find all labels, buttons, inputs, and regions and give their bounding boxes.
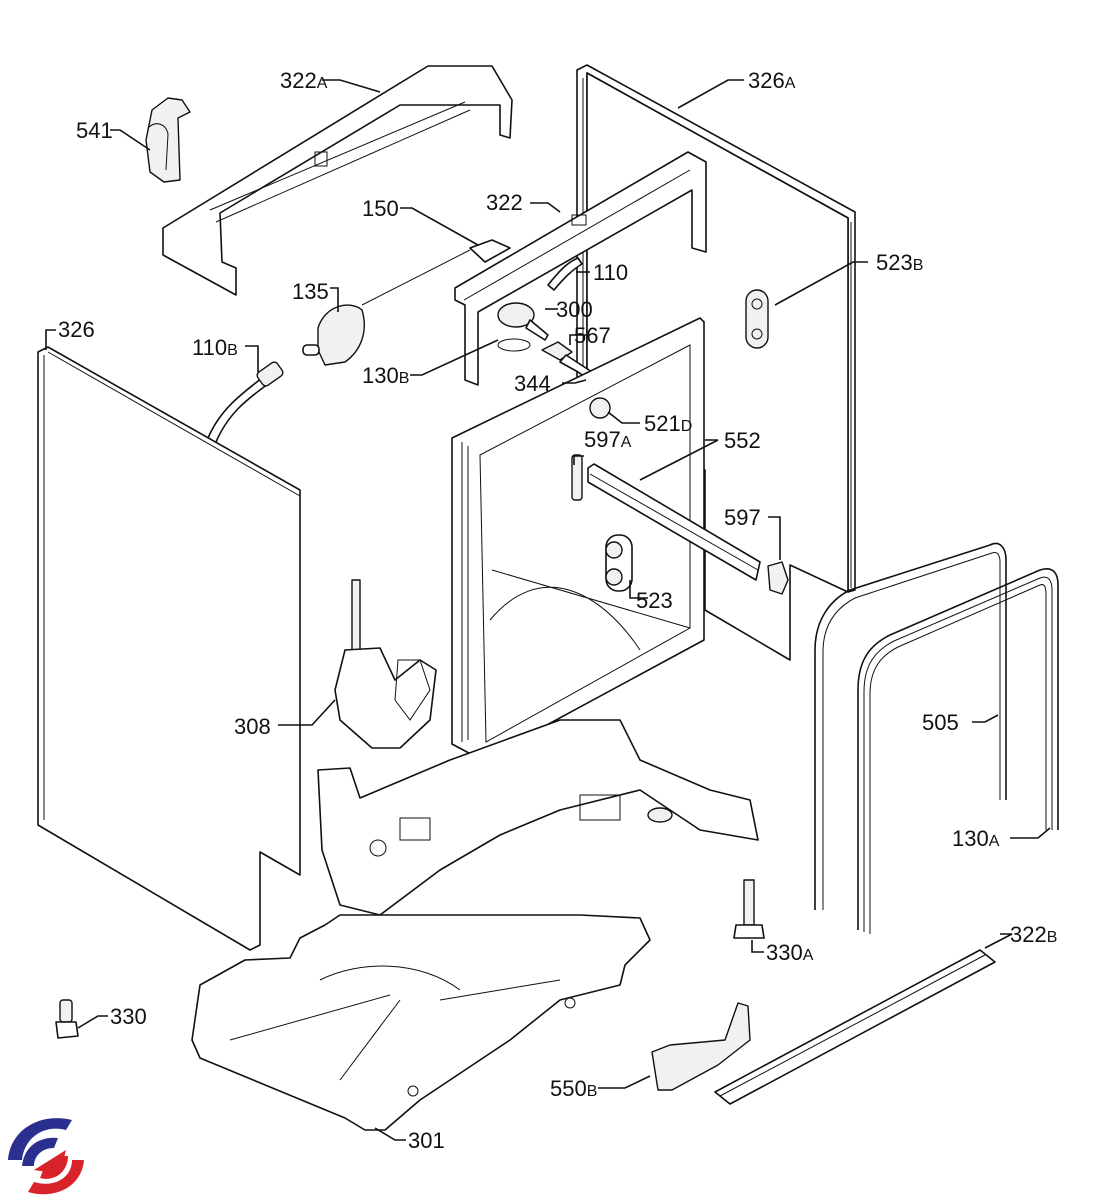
part-labels: 322A 326A 541 150 322 110 523B 135 300 3… [58,68,1057,1153]
part-330-screw [55,999,79,1039]
part-505-door-seal [814,542,1007,910]
label-552: 552 [724,428,761,453]
label-150: 150 [362,196,399,221]
label-521d: 521D [644,411,692,436]
label-330: 330 [110,1004,147,1029]
label-130a: 130A [952,826,1000,851]
leader-lines [45,79,1051,1141]
label-344: 344 [514,371,551,396]
label-110b: 110B [192,335,238,360]
part-523b-clip [745,289,769,349]
part-597-end-cap [767,561,789,595]
part-tub-frame [451,317,705,761]
part-523-bushing [605,534,633,592]
label-301: 301 [408,1128,445,1153]
label-597a: 597A [584,427,632,452]
label-523: 523 [636,588,673,613]
label-326: 326 [58,317,95,342]
label-322a: 322A [280,68,328,93]
label-550b: 550B [550,1076,597,1101]
part-110b-hose [207,361,284,443]
part-541-latch-clip [145,97,191,183]
part-597a-clip [571,454,583,501]
part-base-frame [317,719,759,916]
part-150-duct [361,239,511,306]
label-597: 597 [724,505,761,530]
label-308: 308 [234,714,271,739]
part-110-hose [547,257,583,291]
label-505: 505 [922,710,959,735]
label-130b: 130B [362,363,409,388]
label-110: 110 [593,260,628,285]
part-326-side-panel [37,346,301,951]
label-300: 300 [556,297,593,322]
label-541: 541 [76,118,113,143]
brand-logo-icon [8,1118,84,1195]
part-552-rail [587,463,761,581]
label-322b: 322B [1010,922,1057,947]
label-330a: 330A [766,940,814,965]
part-300-valve [497,302,549,352]
part-130a-gasket [857,568,1059,934]
part-330a-foot [733,879,765,939]
label-326a: 326A [748,68,796,93]
label-567: 567 [574,323,611,348]
part-322a-top-rail [162,65,513,296]
part-308-door-lock [334,579,437,749]
label-322: 322 [486,190,523,215]
part-322-inner-frame [454,151,707,386]
part-135-reservoir [302,304,365,366]
part-301-base-tray [191,914,651,1131]
label-135: 135 [292,279,329,304]
label-523b: 523B [876,250,923,275]
part-550b-bracket [651,1002,751,1091]
part-322b-strip [714,949,996,1105]
